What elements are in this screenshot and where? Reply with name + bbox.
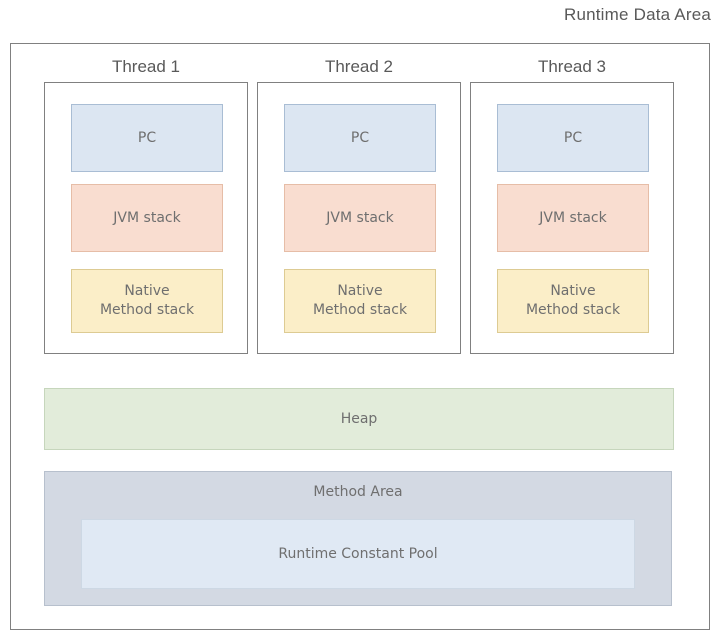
runtime-constant-pool-box: Runtime Constant Pool [81,519,635,589]
native-line-1: Native [337,283,383,299]
native-line-2: Method stack [99,302,195,318]
thread-1-jvm-stack-box: JVM stack [71,184,223,252]
thread-2-jvm-stack-box: JVM stack [284,184,436,252]
native-line-2: Method stack [312,302,408,318]
native-line-2: Method stack [525,302,621,318]
heap-box: Heap [44,388,674,450]
native-line-1: Native [124,283,170,299]
thread-3-jvm-stack-box: JVM stack [497,184,649,252]
method-area-label: Method Area [313,484,403,500]
thread-column-2: Thread 2 PC JVM stack Native Method stac… [257,56,461,376]
thread-3-label: Thread 3 [537,57,607,76]
thread-3-native-method-stack-box: Native Method stack [497,269,649,333]
thread-column-1: Thread 1 PC JVM stack Native Method stac… [44,56,248,376]
thread-column-3: Thread 3 PC JVM stack Native Method stac… [470,56,674,376]
native-line-1: Native [550,283,596,299]
thread-3-box: PC JVM stack Native Method stack [470,82,674,354]
threads-row: Thread 1 PC JVM stack Native Method stac… [44,56,674,376]
method-area-box: Method Area Runtime Constant Pool [44,471,672,606]
thread-1-native-method-stack-box: Native Method stack [71,269,223,333]
thread-1-box: PC JVM stack Native Method stack [44,82,248,354]
thread-2-pc-box: PC [284,104,436,172]
runtime-data-area-frame: Thread 1 PC JVM stack Native Method stac… [10,43,710,630]
thread-2-native-method-stack-box: Native Method stack [284,269,436,333]
thread-3-pc-box: PC [497,104,649,172]
thread-2-label: Thread 2 [324,57,394,76]
diagram-title: Runtime Data Area [563,5,711,24]
thread-1-label: Thread 1 [111,57,181,76]
thread-1-pc-box: PC [71,104,223,172]
thread-2-box: PC JVM stack Native Method stack [257,82,461,354]
